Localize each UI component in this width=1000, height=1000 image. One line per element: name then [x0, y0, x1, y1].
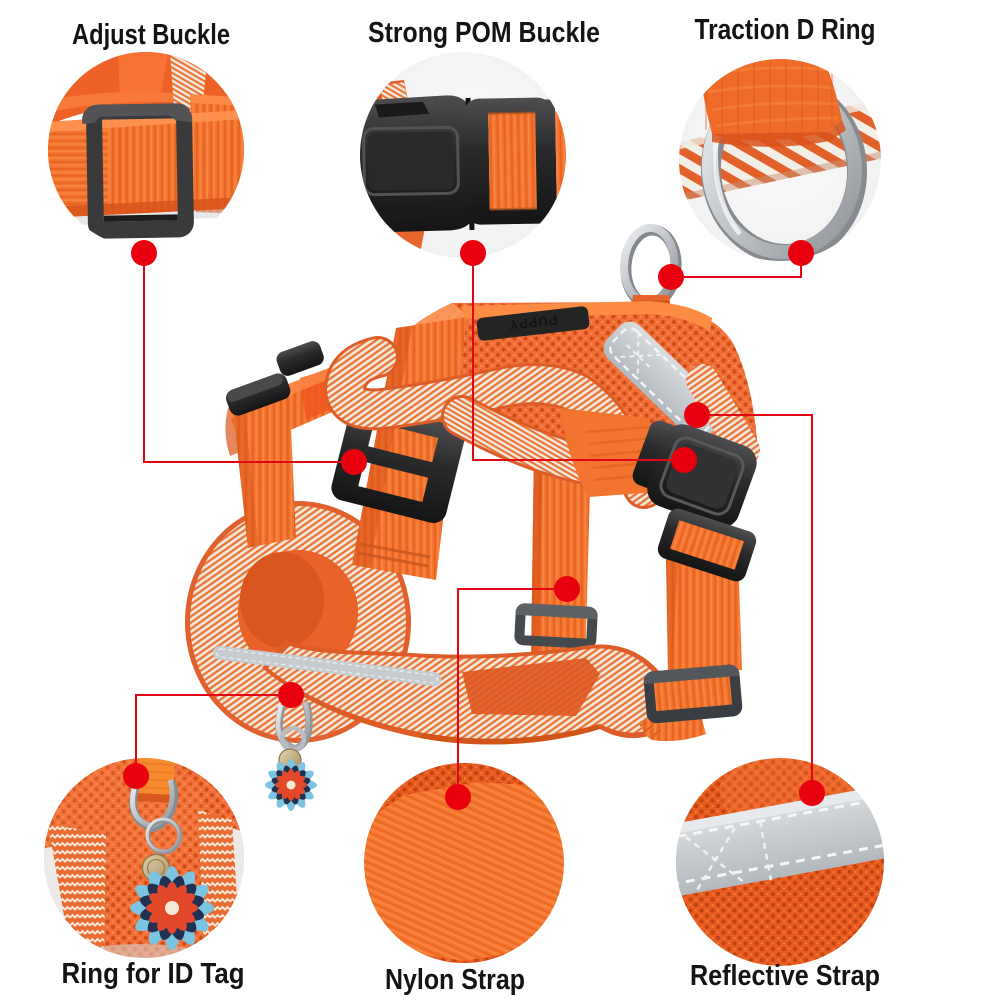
svg-text:Reflective Strap: Reflective Strap	[690, 960, 880, 992]
svg-text:Ring for ID Tag: Ring for ID Tag	[62, 958, 245, 990]
svg-text:Traction D Ring: Traction D Ring	[695, 14, 876, 46]
svg-text:Adjust Buckle: Adjust Buckle	[72, 19, 230, 51]
svg-text:Nylon Strap: Nylon Strap	[385, 964, 525, 996]
svg-text:PUPPY: PUPPY	[508, 312, 558, 332]
svg-text:Strong POM Buckle: Strong POM Buckle	[368, 17, 600, 49]
